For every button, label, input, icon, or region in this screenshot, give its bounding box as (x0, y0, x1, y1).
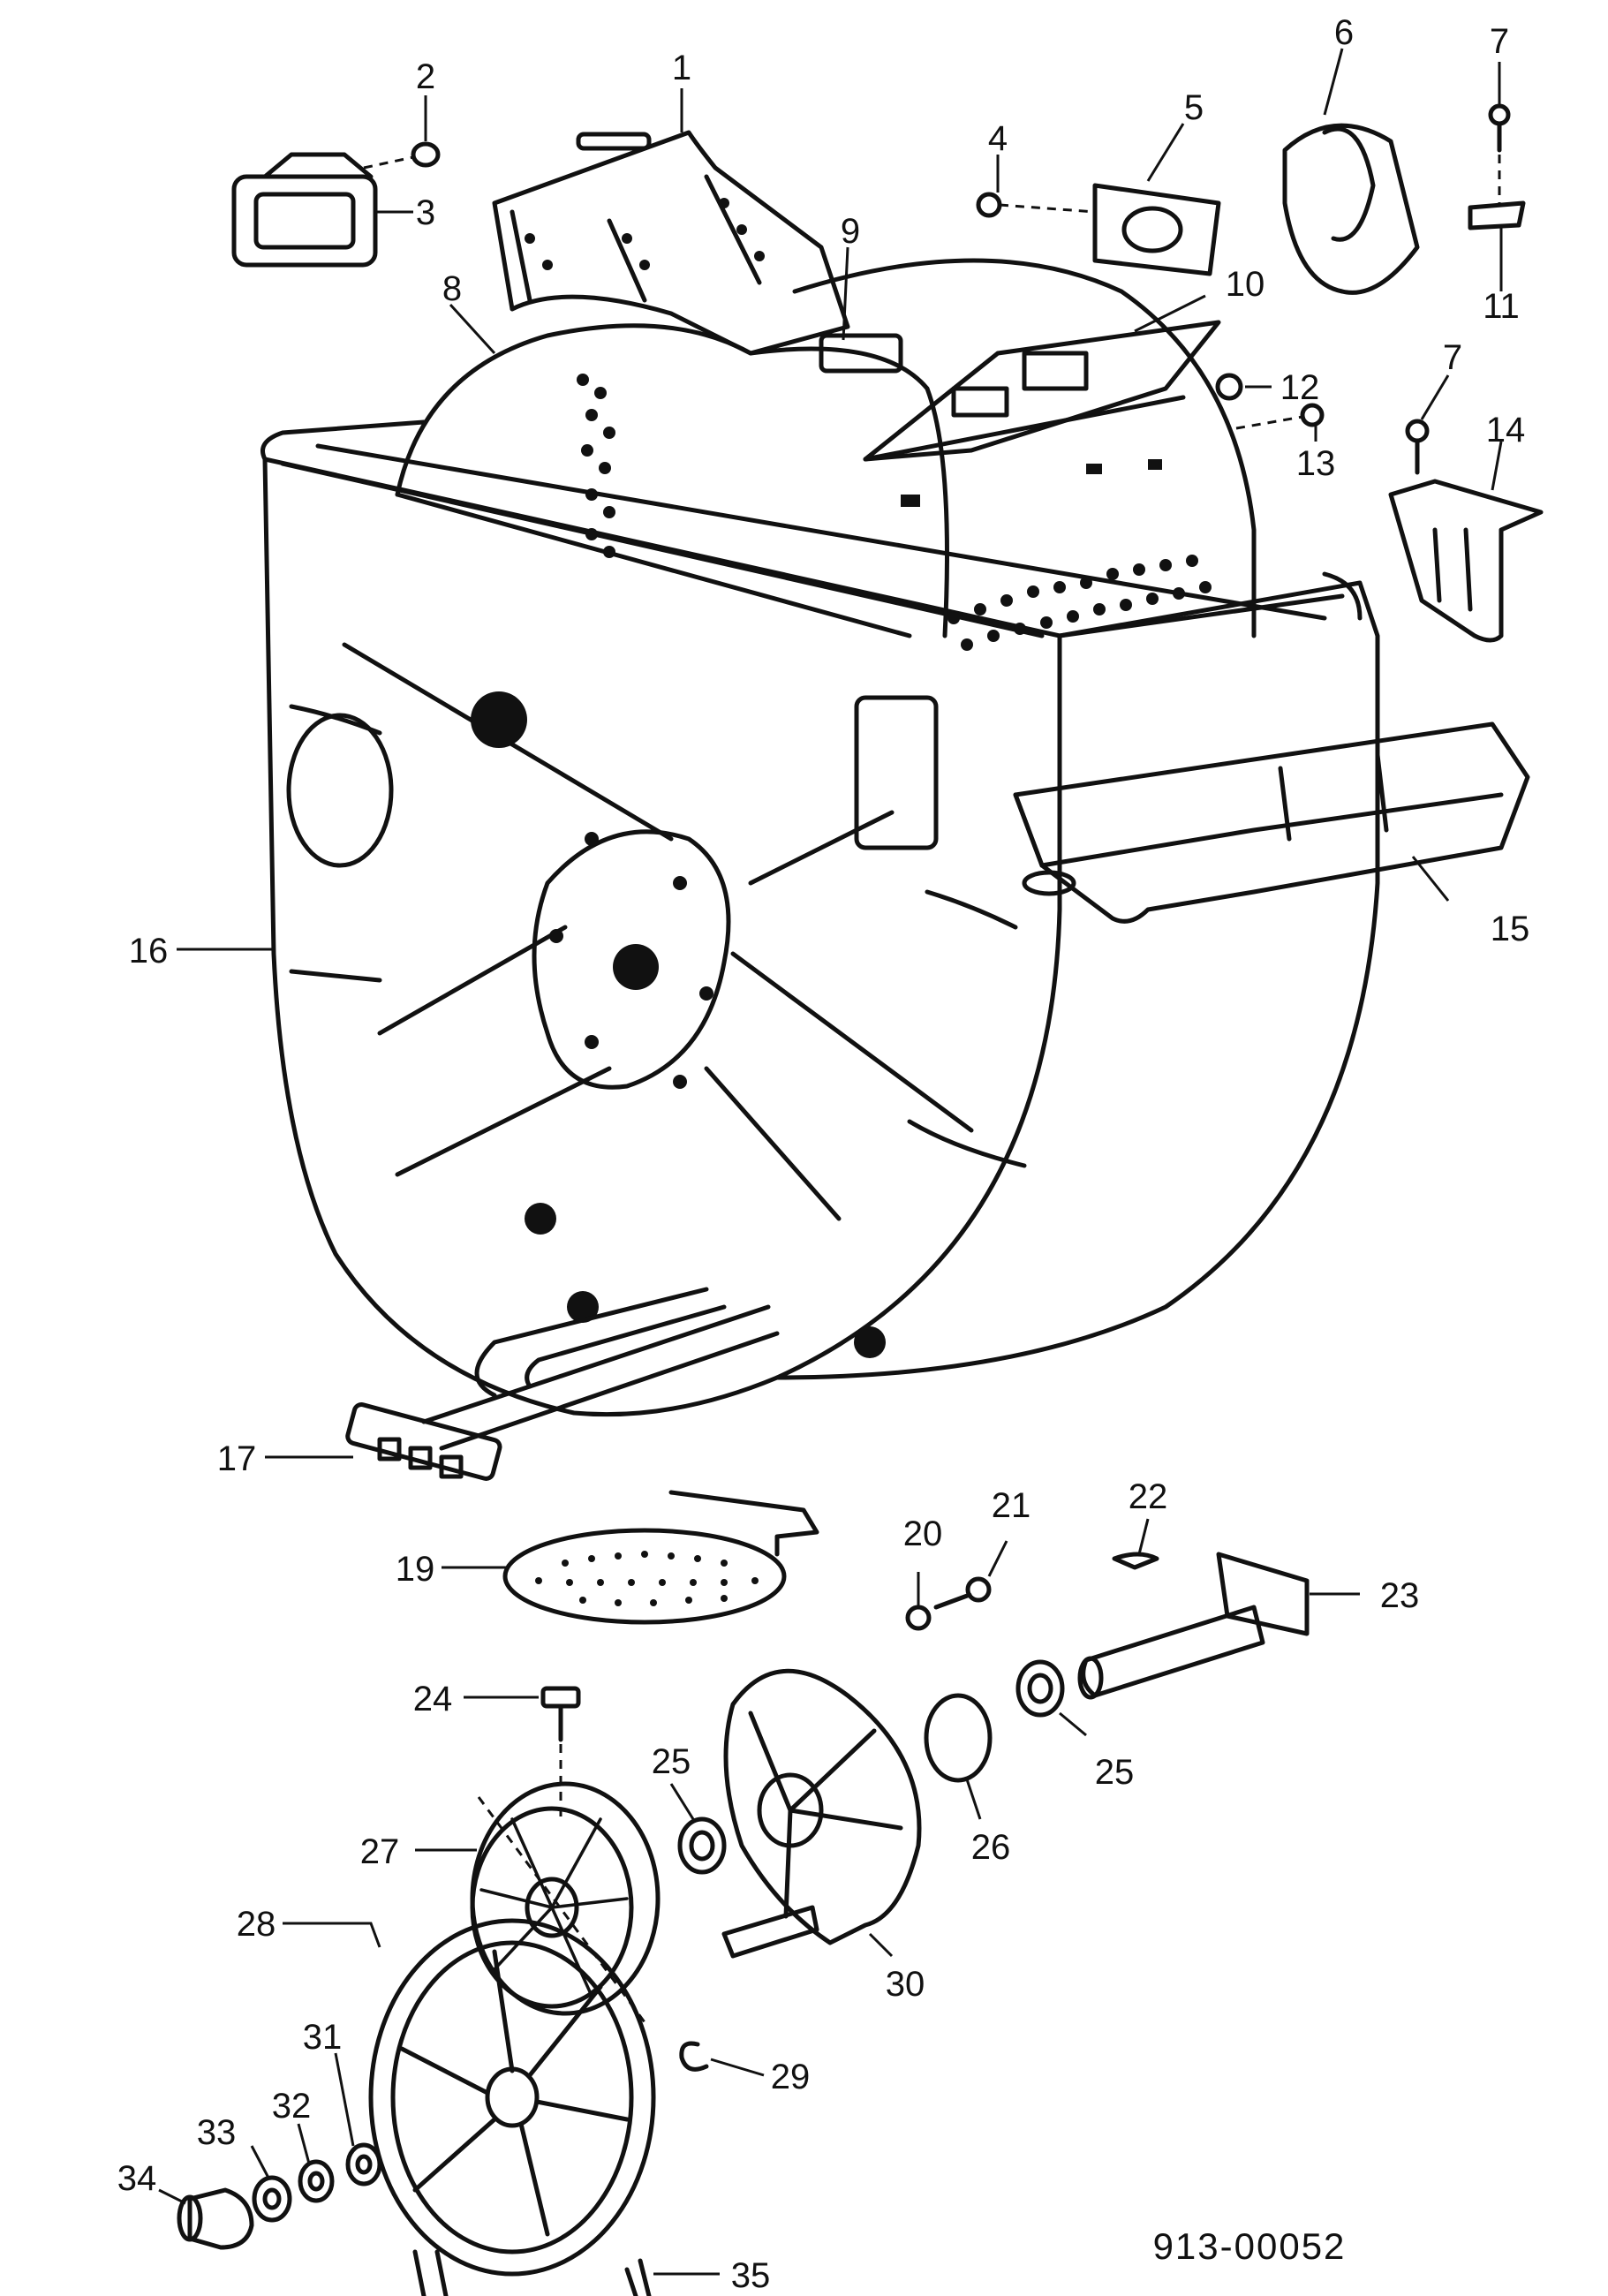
leader-lines (158, 48, 1503, 2276)
part-34-cap (177, 2187, 254, 2250)
part-12-nut (1215, 373, 1243, 401)
callout-labels: 1 2 3 4 5 6 7 8 9 10 11 12 13 7 14 15 16… (117, 13, 1530, 2295)
part-7-screw-right (1405, 419, 1430, 475)
callout-16: 16 (129, 932, 169, 971)
part-31-washer (345, 2142, 382, 2186)
inner-drum (395, 258, 1257, 651)
part-32-washer (298, 2159, 335, 2203)
part-33-washer (252, 2175, 292, 2223)
callout-27: 27 (360, 1832, 400, 1871)
part-23-shaft (1077, 1552, 1310, 1700)
part-3-window-bracket (231, 152, 378, 268)
callout-8: 8 (442, 269, 462, 308)
part-14-bracket (1388, 479, 1544, 643)
part-25-washer-right (1015, 1659, 1065, 1718)
callout-10: 10 (1226, 265, 1265, 304)
callout-7-right: 7 (1443, 338, 1462, 377)
callout-5: 5 (1184, 88, 1204, 127)
catalog-number: 913-00052 (1153, 2225, 1347, 2267)
part-25-washer-left (677, 1816, 727, 1875)
door-latch (863, 320, 1221, 462)
callout-12: 12 (1280, 368, 1320, 407)
tub-assembly (260, 419, 1380, 1417)
callout-4: 4 (988, 119, 1008, 158)
part-27-gear-pulley (470, 1781, 661, 2023)
drum-door (492, 130, 903, 374)
callout-30: 30 (886, 1965, 925, 2004)
part-24-bolt (540, 1686, 581, 1819)
part-7-screw-top (1488, 103, 1511, 153)
part-5-plate (999, 183, 1221, 276)
part-2-bushing (363, 141, 441, 170)
callout-14: 14 (1486, 411, 1526, 449)
part-35-belt (412, 2249, 652, 2296)
callout-7-top: 7 (1490, 22, 1509, 61)
part-13-screw (1235, 403, 1325, 430)
callout-33: 33 (197, 2113, 237, 2152)
part-21-screw (933, 1576, 992, 1610)
callout-11: 11 (1483, 287, 1520, 326)
callout-6: 6 (1334, 13, 1354, 52)
callout-29: 29 (771, 2058, 811, 2096)
part-4-screw (976, 192, 1002, 218)
part-15-tray (1013, 721, 1530, 924)
callout-20: 20 (903, 1514, 943, 1553)
callout-28: 28 (237, 1905, 276, 1944)
part-20-washer (905, 1605, 932, 1631)
part-26-o-ring (924, 1693, 993, 1783)
callout-23: 23 (1380, 1576, 1420, 1615)
callout-17: 17 (217, 1439, 257, 1478)
callout-26: 26 (971, 1828, 1011, 1867)
part-19-filter (502, 1490, 819, 1625)
callout-3: 3 (416, 193, 435, 232)
part-30-bearing-housing (721, 1668, 922, 1959)
part-6-clip (1282, 123, 1420, 295)
callout-24: 24 (413, 1680, 453, 1718)
callout-9: 9 (841, 212, 860, 251)
callout-15: 15 (1491, 910, 1530, 948)
part-11-nut (1468, 155, 1526, 230)
part-28-drive-pulley (368, 1918, 656, 2277)
callout-1: 1 (672, 49, 691, 87)
part-22-key (1112, 1552, 1159, 1570)
callout-13: 13 (1296, 444, 1336, 483)
part-29-circlip (679, 2041, 709, 2072)
part-17-heater (345, 1287, 780, 1481)
callout-19: 19 (396, 1550, 435, 1589)
callout-34: 34 (117, 2159, 157, 2198)
callout-2: 2 (416, 57, 435, 96)
callout-25-right: 25 (1095, 1753, 1135, 1792)
callout-25-left: 25 (652, 1742, 691, 1781)
callout-35: 35 (731, 2256, 771, 2295)
drum-perforations (577, 374, 1212, 651)
callout-31: 31 (303, 2018, 343, 2057)
callout-21: 21 (992, 1486, 1031, 1525)
callout-22: 22 (1129, 1477, 1168, 1516)
callout-32: 32 (272, 2087, 312, 2126)
